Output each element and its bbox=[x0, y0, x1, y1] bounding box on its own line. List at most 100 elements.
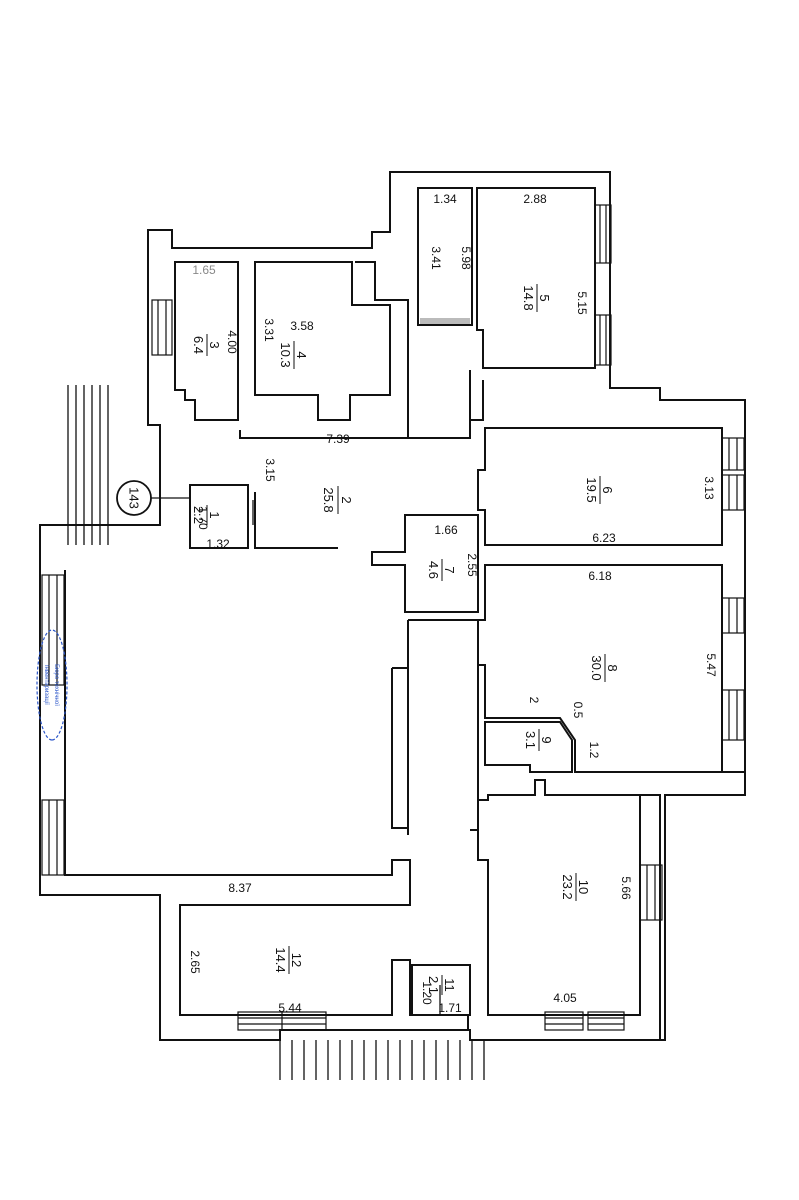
room-8-label: 8 30.0 bbox=[589, 654, 620, 682]
room-1-wall bbox=[189, 484, 338, 549]
room-12-label: 12 14.4 bbox=[273, 946, 304, 974]
walls bbox=[39, 171, 746, 1041]
room-2-label: 2 25.8 bbox=[321, 486, 354, 514]
room-8-number: 8 bbox=[605, 664, 620, 671]
room-12-area: 14.4 bbox=[273, 947, 288, 972]
dimension-label: 3.31 bbox=[262, 318, 276, 342]
dimension-label: 5.66 bbox=[619, 876, 633, 900]
room-9-label: 9 3.1 bbox=[523, 729, 554, 751]
dimension-label: 5.44 bbox=[278, 1001, 302, 1015]
room-9-wall bbox=[484, 721, 573, 773]
dimension-label: 2.88 bbox=[523, 192, 547, 206]
dimension-label: 6.18 bbox=[588, 569, 612, 583]
room-8-area: 30.0 bbox=[589, 655, 604, 680]
dimension-label: 1.66 bbox=[434, 523, 458, 537]
room-3-wall bbox=[174, 261, 239, 421]
dimension-label: 1.70 bbox=[196, 506, 210, 530]
room-3-area: 6.4 bbox=[191, 336, 206, 354]
dimension-label: 1.2 bbox=[587, 742, 601, 759]
dimension-label: 3.15 bbox=[263, 458, 277, 482]
window-room-5-bottom bbox=[594, 314, 612, 366]
dimension-label: 3.41 bbox=[429, 246, 443, 270]
outer-wall-inner-line bbox=[64, 570, 469, 1030]
building-number: 143 bbox=[127, 487, 142, 509]
room-7-area: 4.6 bbox=[426, 561, 441, 579]
east-wall-link bbox=[640, 771, 745, 1040]
window-room-8-bottom bbox=[721, 689, 745, 741]
stamp-line-2: інвентаризації bbox=[43, 665, 49, 705]
window-room-12-south bbox=[237, 1011, 327, 1031]
room-4-area: 10.3 bbox=[278, 342, 293, 367]
room-10-label: 10 23.2 bbox=[560, 873, 591, 901]
window-room-6-bottom bbox=[721, 474, 745, 511]
dimension-label: 1.32 bbox=[206, 537, 230, 551]
room-1-area: 2.2 bbox=[191, 506, 206, 524]
window-room-10-south-2 bbox=[587, 1011, 625, 1031]
room-1-label: 1 2.2 bbox=[191, 505, 222, 525]
window-room-10-east bbox=[639, 864, 663, 921]
room-10-area: 23.2 bbox=[560, 874, 575, 899]
dimension-label: 1.20 bbox=[420, 981, 434, 1005]
dimension-label: 5.98 bbox=[459, 246, 473, 270]
room-5-label: 5 14.8 bbox=[521, 284, 552, 312]
room-5-number: 5 bbox=[537, 294, 552, 301]
dimension-label: 1.34 bbox=[433, 192, 457, 206]
corridor-wall bbox=[391, 619, 479, 835]
pantry-wall bbox=[417, 187, 473, 326]
dimension-label: 8.37 bbox=[228, 881, 252, 895]
dimension-label: 7.39 bbox=[326, 432, 350, 446]
room-9-number: 9 bbox=[539, 736, 554, 743]
room-11-area: 2.1 bbox=[426, 976, 441, 994]
stairs-west bbox=[67, 385, 109, 545]
dimension-label: 4.00 bbox=[225, 330, 239, 354]
outer-wall bbox=[39, 171, 746, 1041]
room-10-wall bbox=[477, 779, 641, 1016]
room-6-label: 6 19.5 bbox=[584, 476, 615, 504]
room-7-number: 7 bbox=[442, 566, 457, 573]
dimension-label: 6.23 bbox=[592, 531, 616, 545]
room-10-number: 10 bbox=[576, 880, 591, 894]
dimension-label: 5.15 bbox=[575, 291, 589, 315]
room-7-wall bbox=[371, 514, 479, 613]
room-11-number: 11 bbox=[442, 978, 457, 992]
room-6-number: 6 bbox=[600, 486, 615, 493]
dimension-label: 3.58 bbox=[290, 319, 314, 333]
room-5-wall bbox=[476, 187, 596, 369]
dimension-label: 2.55 bbox=[465, 553, 479, 577]
window-room-8-top bbox=[721, 597, 745, 634]
room-2-number: 2 bbox=[339, 496, 354, 503]
room-4-label: 4 10.3 bbox=[278, 341, 309, 369]
dimension-labels: 1.34 2.88 3.41 5.98 5.15 1.65 4.00 3.31 … bbox=[188, 192, 718, 1015]
room-9-area: 3.1 bbox=[523, 731, 538, 749]
window-room-10-south-1 bbox=[544, 1011, 584, 1031]
window-room-3 bbox=[151, 299, 173, 356]
dimension-label: 1.65 bbox=[192, 263, 216, 277]
room-11-label: 11 2.1 bbox=[426, 975, 457, 995]
room-6-area: 19.5 bbox=[584, 477, 599, 502]
dimension-label: 4.05 bbox=[553, 991, 577, 1005]
dimension-label: 3.13 bbox=[702, 476, 716, 500]
corridor-wall-top bbox=[239, 261, 484, 439]
dimension-label: 2 bbox=[527, 697, 541, 704]
room-4-number: 4 bbox=[294, 351, 309, 358]
dimension-label: 0.5 bbox=[571, 702, 585, 719]
room-3-label: 3 6.4 bbox=[191, 334, 222, 356]
windows bbox=[41, 204, 745, 1031]
window-room-6-top bbox=[721, 437, 745, 471]
room-3-number: 3 bbox=[207, 341, 222, 348]
pantry-shading bbox=[420, 318, 470, 324]
stamp: Бюро технічної інвентаризації bbox=[36, 629, 68, 741]
window-hall-west-top bbox=[41, 574, 65, 686]
room-7-label: 7 4.6 bbox=[426, 559, 457, 581]
dimension-label: 1.71 bbox=[438, 1001, 462, 1015]
room-1-number: 1 bbox=[207, 511, 222, 518]
room-labels: 1 2.2 2 25.8 3 6.4 4 10.3 5 14.8 bbox=[191, 284, 620, 995]
room-5-area: 14.8 bbox=[521, 285, 536, 310]
room-11-wall bbox=[411, 964, 471, 1016]
dimension-label: 5.47 bbox=[704, 653, 718, 677]
dimension-label: 2.65 bbox=[188, 950, 202, 974]
window-hall-west-bottom bbox=[41, 799, 65, 876]
room-4-wall bbox=[254, 261, 391, 421]
